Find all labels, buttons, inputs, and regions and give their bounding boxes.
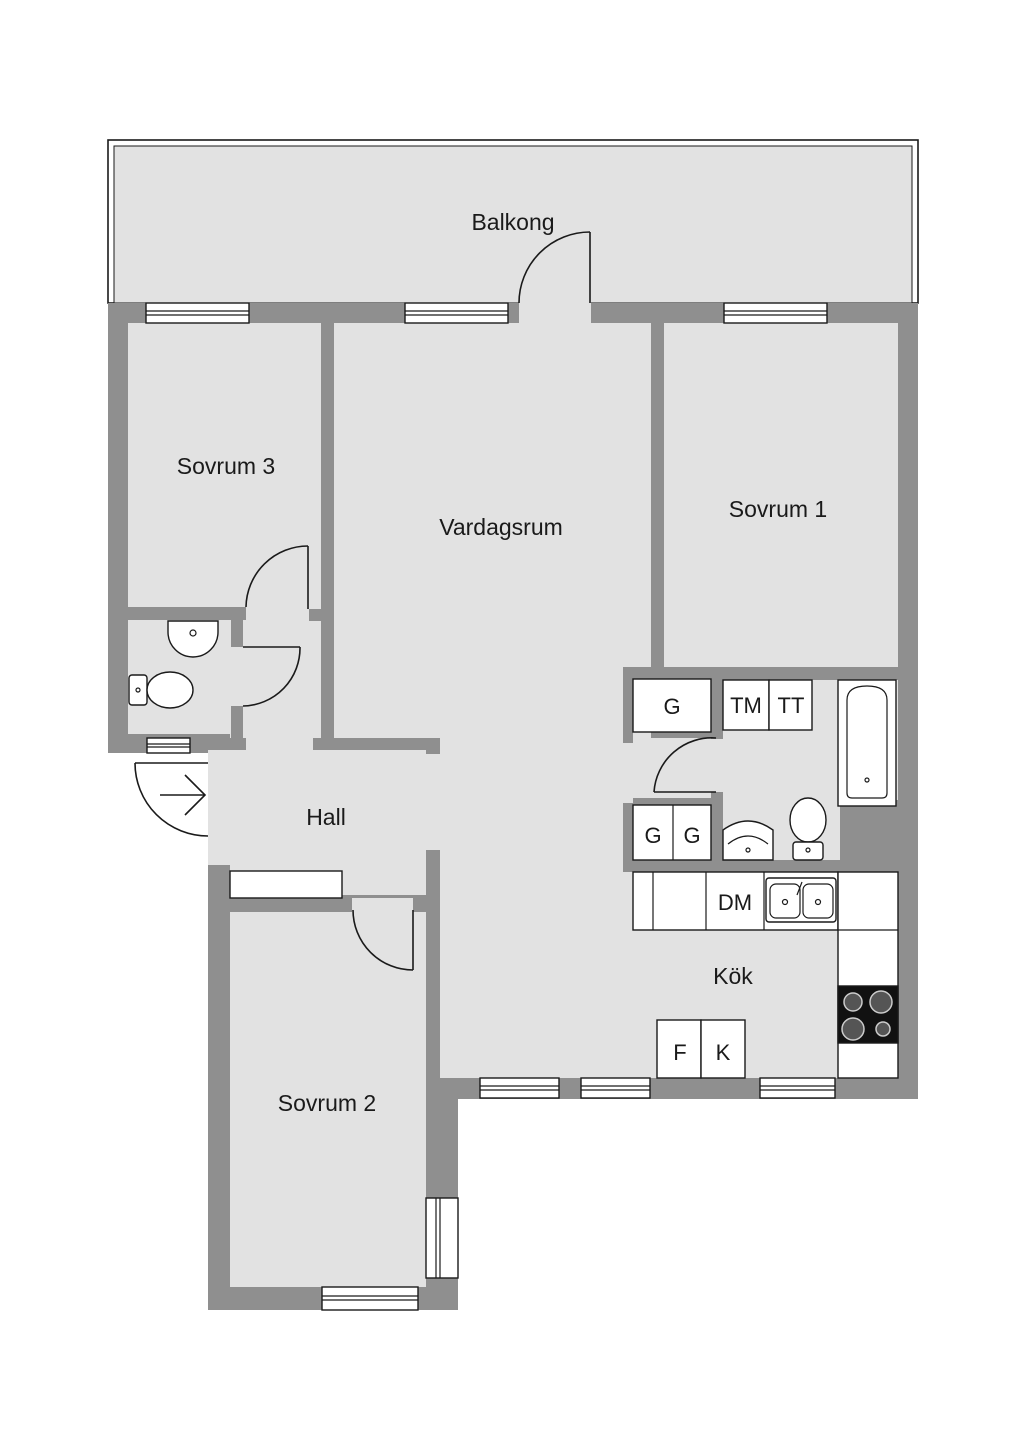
window-vardagsrum	[404, 302, 509, 324]
doors	[134, 231, 717, 971]
bathroom-sink-icon	[722, 820, 774, 861]
entrance-door	[134, 762, 209, 837]
wardrobe-gg: G G	[632, 804, 712, 861]
wc-toilet-icon	[128, 671, 194, 709]
washer-dryer: TM TT	[722, 679, 813, 731]
interior-walls	[128, 323, 898, 1099]
kitchen-sink-icon	[765, 877, 837, 923]
room-label-sovrum3: Sovrum 3	[177, 453, 275, 479]
sovrum2-door	[352, 898, 414, 971]
fridge-label: K	[716, 1040, 731, 1065]
wardrobe-g-top-label: G	[663, 694, 680, 719]
washing-machine-label: TM	[730, 693, 762, 718]
room-label-balkong: Balkong	[471, 209, 554, 235]
wardrobe-g-right-label: G	[683, 823, 700, 848]
bathroom-toilet-icon	[789, 797, 827, 861]
window-wc	[146, 737, 191, 754]
window-sovrum3	[145, 302, 250, 324]
window-kitchen-1	[479, 1077, 560, 1099]
bathtub-icon	[837, 679, 897, 807]
freezer-label: F	[673, 1040, 686, 1065]
dishwasher-label: DM	[718, 890, 752, 915]
bathroom-fixtures: TM TT	[128, 620, 897, 861]
wc-door	[231, 646, 301, 707]
bathroom2-door	[623, 737, 717, 803]
room-label-sovrum2: Sovrum 2	[278, 1090, 376, 1116]
balcony-door	[518, 231, 591, 323]
tumble-dryer-label: TT	[778, 693, 805, 718]
window-sovrum2-bottom	[321, 1286, 419, 1311]
room-label-vardagsrum: Vardagsrum	[439, 514, 563, 540]
fridge-freezer: F K	[656, 1019, 746, 1079]
room-labels: Balkong Sovrum 3 Vardagsrum Sovrum 1 Hal…	[177, 209, 827, 1116]
balcony	[107, 139, 919, 304]
wardrobe-g-top: G	[632, 678, 712, 733]
sovrum3-door	[245, 545, 309, 620]
window-sovrum2-side	[425, 1197, 459, 1279]
room-label-sovrum1: Sovrum 1	[729, 496, 827, 522]
window-sovrum1	[723, 302, 828, 324]
stove-icon	[837, 985, 899, 1044]
wc-sink-icon	[167, 620, 219, 658]
windows	[145, 302, 836, 1311]
room-label-hall: Hall	[306, 804, 346, 830]
closets: G G G	[229, 678, 712, 899]
window-kitchen-2	[580, 1077, 651, 1099]
room-label-kok: Kök	[713, 963, 753, 989]
kitchen-fixtures: DM F K	[632, 871, 899, 1079]
wardrobe-g-left-label: G	[644, 823, 661, 848]
window-kitchen-3	[759, 1077, 836, 1099]
